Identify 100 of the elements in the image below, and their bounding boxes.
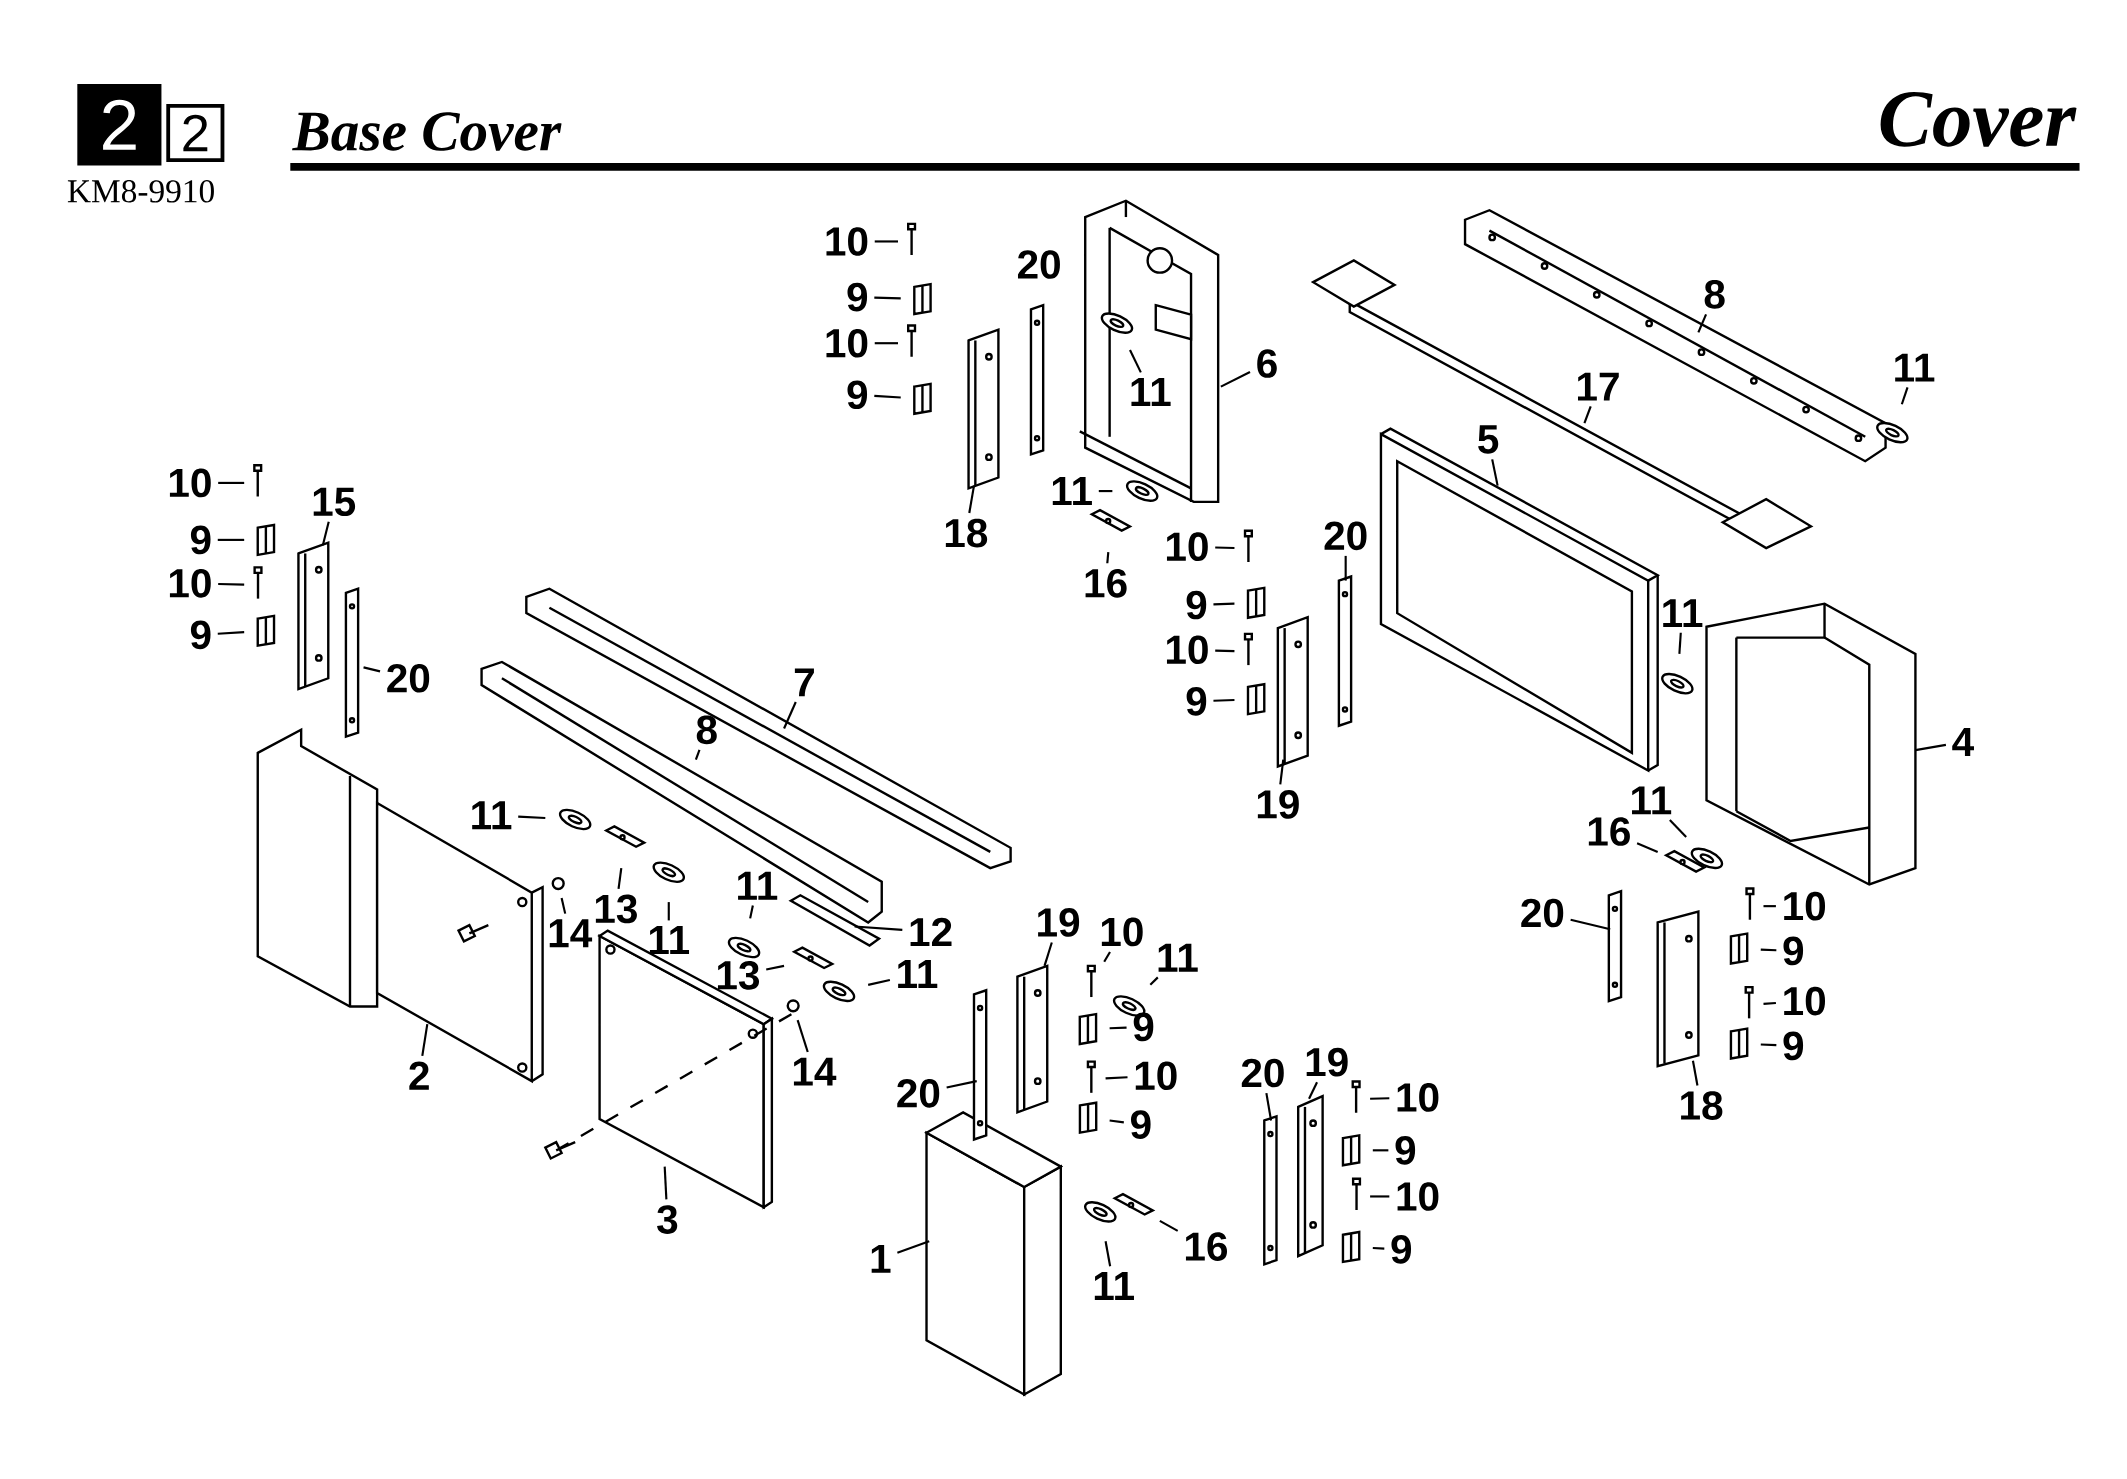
callout-number: 11 [649, 926, 690, 955]
leader-line [694, 749, 701, 761]
leader-line [421, 1024, 429, 1057]
callout-number: 19 [1257, 790, 1299, 819]
callout-number: 9 [1783, 936, 1804, 966]
callout-number: 20 [1241, 1058, 1284, 1088]
leader-line [617, 868, 623, 890]
leader-line [1105, 1076, 1128, 1080]
leader-line [1915, 744, 1947, 752]
callout-number: 6 [1257, 349, 1277, 379]
callout-number: 8 [696, 715, 717, 745]
leader-line [1215, 649, 1235, 653]
leader-line [217, 631, 245, 636]
callout-number: 9 [1395, 1136, 1416, 1165]
callout-number: 14 [793, 1057, 837, 1086]
callout-number: 9 [847, 282, 868, 312]
callout-number: 3 [657, 1205, 678, 1235]
callout-number: 9 [190, 525, 211, 555]
leader-line [874, 394, 901, 399]
leader-line [1279, 759, 1285, 785]
leader-line [667, 902, 670, 921]
leader-line [560, 897, 567, 915]
callout-number: 20 [387, 664, 430, 693]
leader-line [1697, 314, 1708, 333]
leader-line [897, 1240, 930, 1254]
callout-number: 11 [1094, 1272, 1134, 1301]
leader-line [218, 482, 245, 485]
leader-line [1669, 819, 1687, 838]
callout-number: 11 [472, 801, 512, 830]
callout-number: 7 [794, 668, 814, 697]
callout-number: 15 [313, 487, 356, 517]
callout-number: 13 [595, 894, 637, 924]
leader-line [1308, 1081, 1318, 1100]
leader-line [518, 815, 546, 820]
leader-line [1043, 942, 1053, 967]
callout-number: 4 [1952, 728, 1974, 757]
callout-number: 11 [1158, 943, 1198, 972]
leader-line [1344, 556, 1347, 581]
callout-number: 9 [1783, 1031, 1804, 1061]
callout-number: 10 [1166, 635, 1208, 665]
callout-number: 8 [1704, 280, 1725, 309]
leader-line [1213, 602, 1235, 606]
callout-number: 18 [945, 519, 988, 548]
leader-line [1763, 905, 1776, 908]
leader-line [1678, 632, 1682, 655]
leader-line [218, 583, 245, 586]
callout-number: 11 [1895, 353, 1935, 382]
callout-number: 9 [847, 380, 868, 410]
leader-line [783, 701, 797, 730]
leader-line [1215, 546, 1235, 550]
callout-number: 10 [826, 227, 868, 256]
title: Base Cover [292, 112, 562, 151]
leader-line [1149, 976, 1159, 986]
callout-number: 10 [169, 569, 211, 598]
leader-line [663, 1166, 668, 1200]
leader-line [1220, 371, 1251, 388]
leader-line [1900, 387, 1909, 405]
callout-number: 5 [1478, 425, 1499, 454]
callout-number: 10 [1166, 532, 1208, 562]
leader-line [1372, 1247, 1385, 1250]
callout-number: 20 [1324, 521, 1367, 551]
leader-line [874, 296, 901, 300]
leader-line [867, 979, 891, 987]
leader-line [1213, 699, 1235, 702]
callout-number: 1 [871, 1245, 891, 1273]
leader-line [1636, 842, 1659, 854]
leader-line [1109, 1119, 1124, 1124]
callout-number: 2 [409, 1061, 429, 1091]
callout-number: 12 [910, 918, 952, 947]
callout-number: 9 [1391, 1235, 1412, 1264]
page-number-box: 2 [166, 104, 225, 163]
callout-number: 16 [1085, 569, 1127, 598]
callout-number: 16 [1588, 817, 1630, 847]
leader-line [1583, 406, 1592, 424]
callout-number: 9 [190, 620, 211, 650]
section-title: Cover [1880, 92, 2077, 147]
callout-number: 10 [169, 468, 211, 498]
callout-number: 16 [1185, 1232, 1228, 1262]
callout-number: 19 [1038, 908, 1080, 937]
callout-number: 13 [717, 961, 760, 990]
leader-line [1372, 1149, 1389, 1152]
callout-number: 20 [1521, 898, 1564, 928]
leader-line [1129, 349, 1142, 374]
callout-number: 20 [897, 1079, 940, 1108]
leader-line [1104, 1241, 1112, 1267]
leader-line [946, 1080, 977, 1089]
leader-line [854, 925, 903, 932]
callout-number: 14 [549, 919, 593, 948]
leader-line [1106, 552, 1110, 564]
leader-line [1491, 459, 1499, 487]
leader-line [1691, 1060, 1699, 1086]
callout-number: 10 [1397, 1083, 1439, 1112]
callout-number: 10 [1101, 917, 1143, 947]
callout-number: 11 [898, 960, 938, 989]
leader-line [1103, 951, 1111, 963]
leader-line [1760, 948, 1777, 952]
leader-line [363, 666, 381, 673]
callout-number: 9 [1131, 1110, 1151, 1140]
callout-number: 18 [1681, 1091, 1723, 1121]
callout-number: 10 [1784, 892, 1826, 921]
